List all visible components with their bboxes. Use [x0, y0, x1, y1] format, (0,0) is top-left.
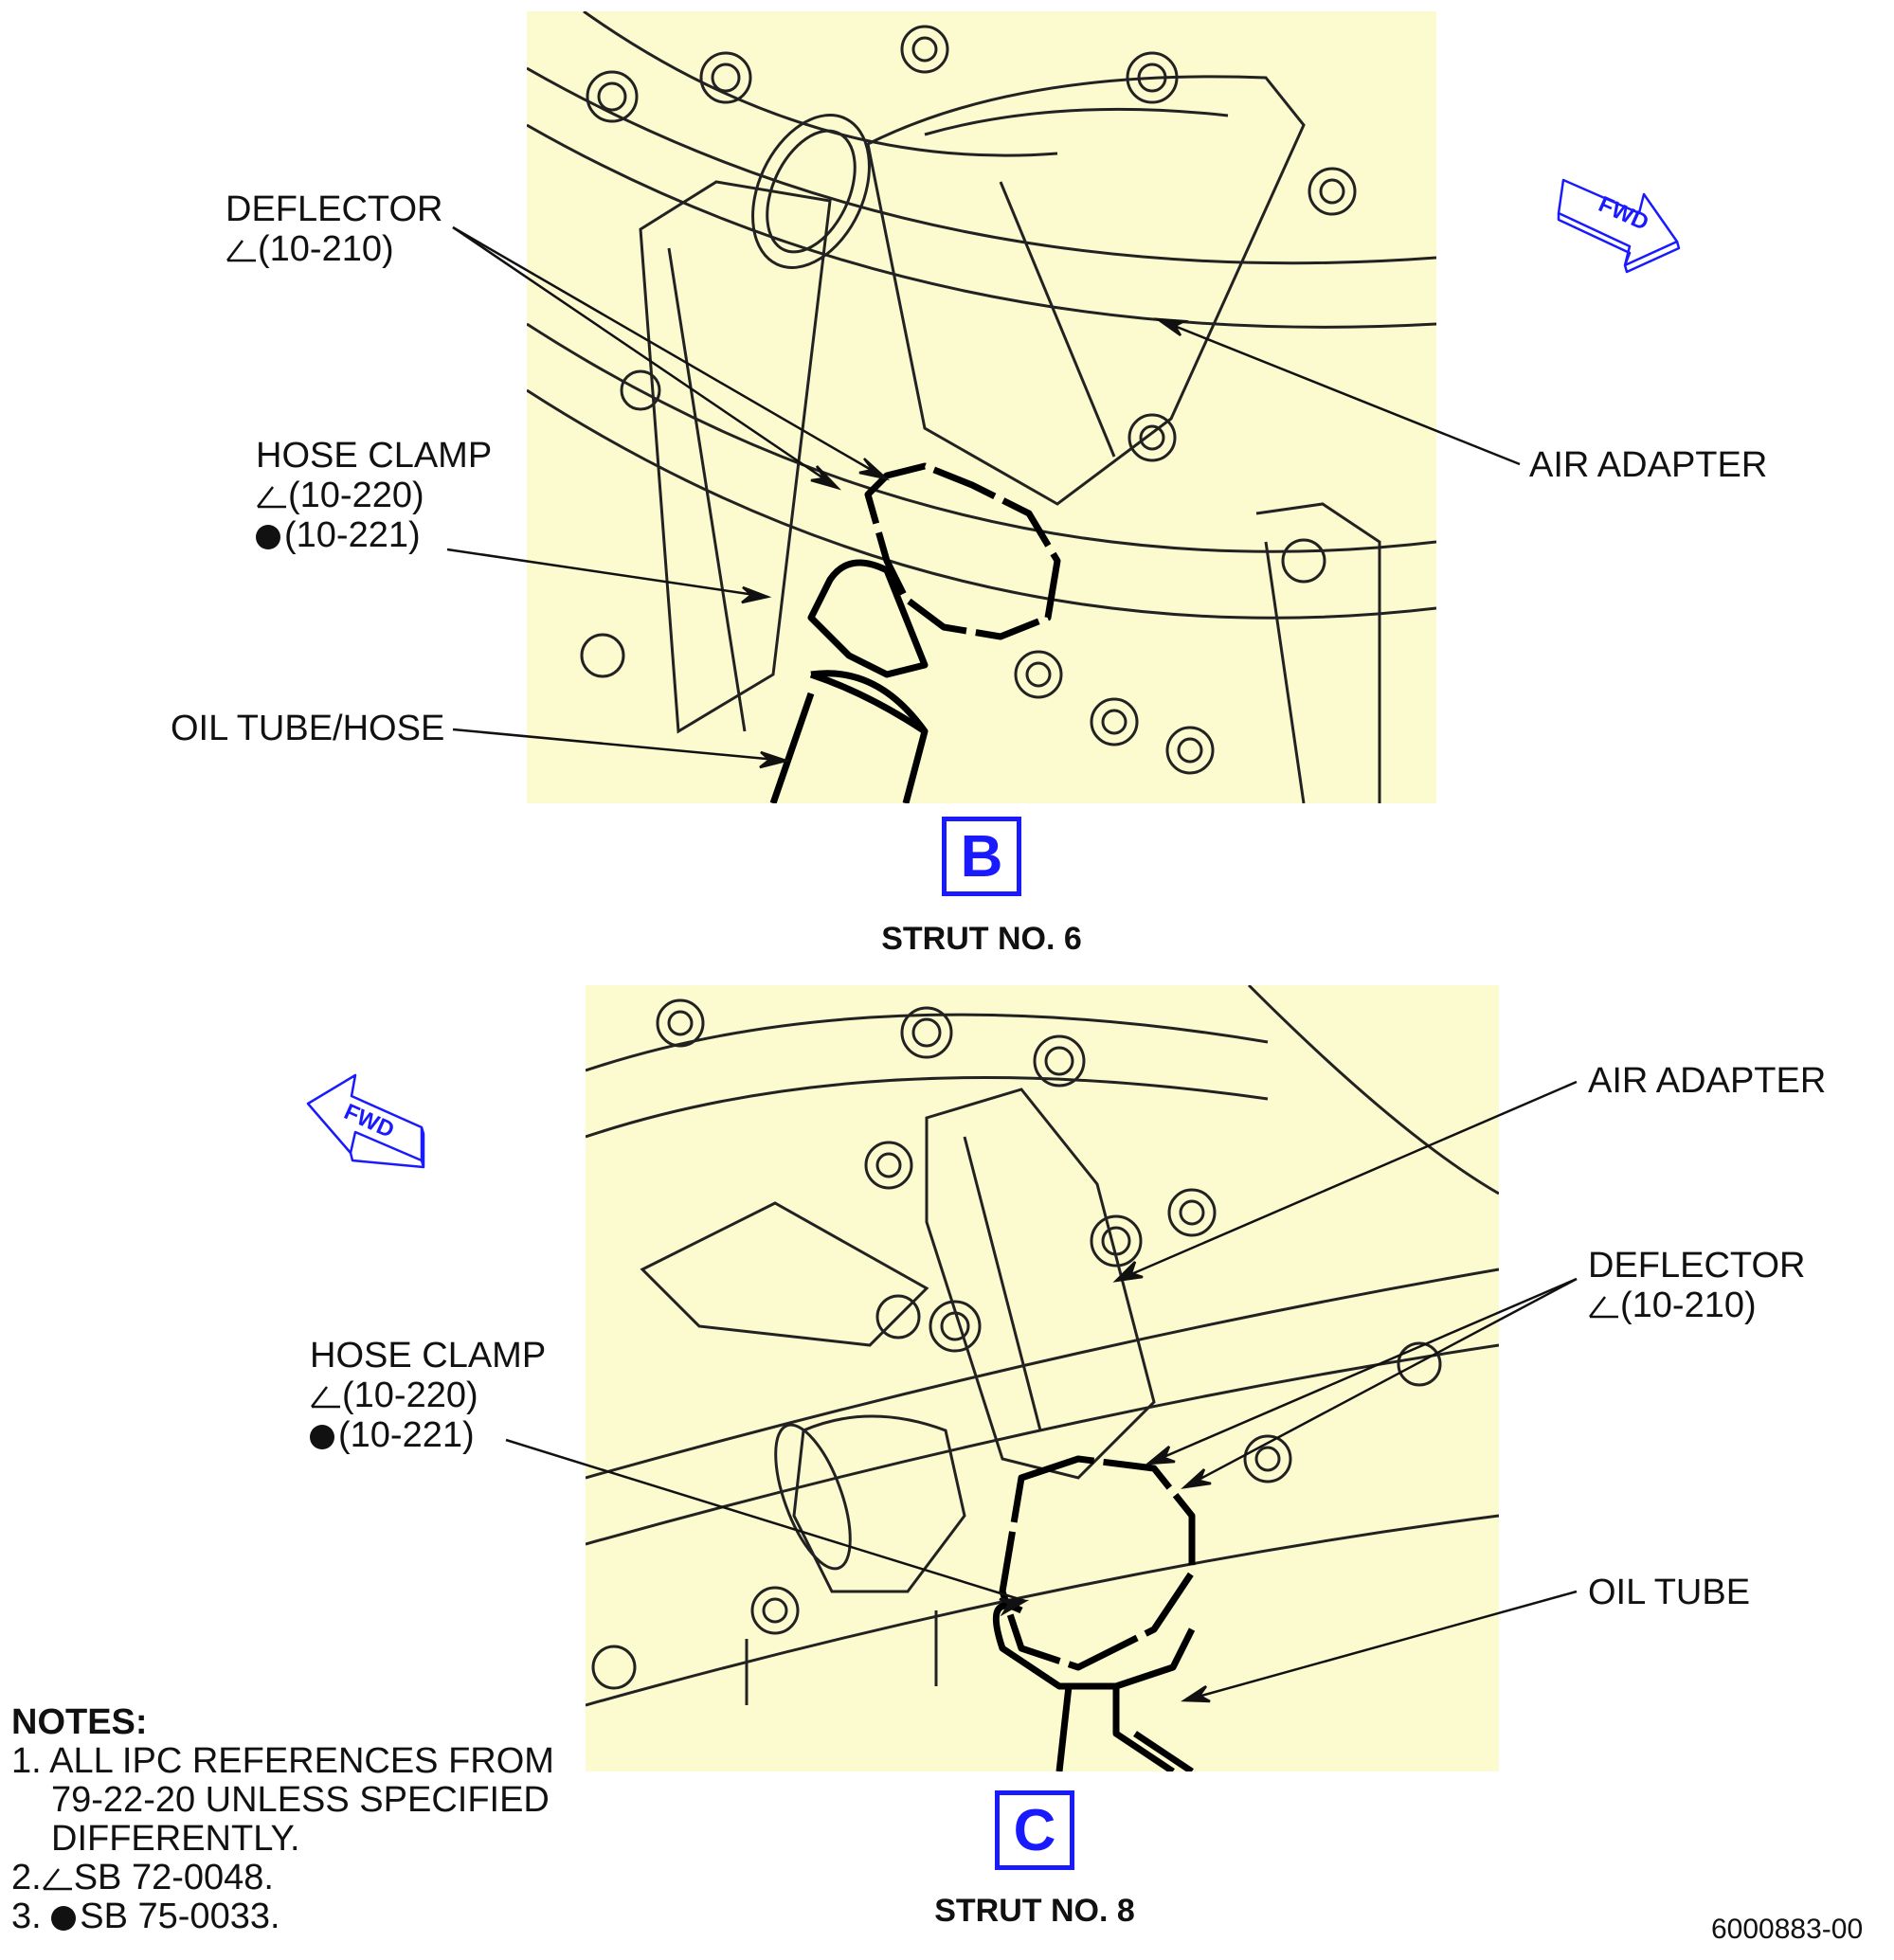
view-c-drawing — [586, 985, 1499, 1771]
note-2: 2. SB 72-0048. — [11, 1859, 554, 1897]
b-hose-clamp-ref1-line: (10-220) — [256, 476, 492, 515]
sb-triangle-icon — [42, 1868, 72, 1891]
view-b-tag: B — [942, 817, 1021, 896]
notes-heading: NOTES: — [11, 1702, 148, 1742]
b-deflector-ref: (10-210) — [258, 229, 394, 269]
c-hose-clamp-ref2: (10-221) — [338, 1415, 475, 1455]
view-b-drawing — [527, 11, 1436, 803]
b-hose-clamp-ref2-line: (10-221) — [256, 515, 492, 555]
c-deflector-ref: (10-210) — [1620, 1286, 1757, 1325]
b-hose-clamp-label: HOSE CLAMP (10-220) (10-221) — [256, 436, 492, 555]
sb-dot-icon — [51, 1906, 77, 1931]
b-deflector-name: DEFLECTOR — [225, 189, 443, 229]
b-air-adapter-label: AIR ADAPTER — [1529, 445, 1768, 485]
b-deflector-label: DEFLECTOR (10-210) — [225, 189, 442, 269]
c-hose-clamp-ref1-line: (10-220) — [310, 1376, 546, 1415]
c-oil-tube-label: OIL TUBE — [1588, 1573, 1751, 1612]
note-1-line-1: 1. ALL IPC REFERENCES FROM — [11, 1741, 554, 1781]
note-1-line-3: DIFFERENTLY. — [51, 1819, 300, 1859]
note-3-text: SB 75-0033. — [80, 1897, 280, 1936]
b-deflector-ref-line: (10-210) — [225, 229, 442, 269]
c-hose-clamp-name: HOSE CLAMP — [310, 1336, 547, 1376]
sb-triangle-icon — [1589, 1296, 1618, 1319]
sb-triangle-icon — [257, 486, 286, 509]
c-deflector-ref-line: (10-210) — [1588, 1286, 1805, 1325]
sb-triangle-icon — [226, 240, 256, 262]
c-air-adapter-label: AIR ADAPTER — [1588, 1061, 1827, 1101]
note-3-number: 3. — [11, 1897, 42, 1936]
sb-dot-icon — [256, 525, 280, 549]
fwd-arrow-icon — [1557, 178, 1681, 274]
b-oil-tube-label: OIL TUBE/HOSE — [171, 709, 445, 748]
sb-triangle-icon — [311, 1386, 340, 1409]
note-2-number: 2. — [11, 1858, 42, 1897]
sb-dot-icon — [310, 1425, 334, 1449]
c-hose-clamp-ref1: (10-220) — [342, 1376, 478, 1415]
view-c-illustration — [586, 985, 1499, 1771]
c-deflector-name: DEFLECTOR — [1588, 1246, 1806, 1286]
b-hose-clamp-ref2: (10-221) — [284, 515, 421, 555]
b-hose-clamp-name: HOSE CLAMP — [256, 436, 493, 476]
c-hose-clamp-ref2-line: (10-221) — [310, 1415, 546, 1455]
note-1-line-2: 79-22-20 UNLESS SPECIFIED — [51, 1780, 550, 1820]
b-hose-clamp-ref1: (10-220) — [288, 476, 424, 515]
notes-block: NOTES: 1. ALL IPC REFERENCES FROM 79-22-… — [11, 1703, 554, 1936]
fwd-arrow-icon — [306, 1073, 425, 1169]
view-c-tag: C — [995, 1790, 1074, 1870]
note-2-text: SB 72-0048. — [73, 1858, 274, 1897]
c-strut-title: STRUT NO. 8 — [934, 1893, 1135, 1929]
note-3: 3. SB 75-0033. — [11, 1897, 554, 1936]
c-deflector-label: DEFLECTOR (10-210) — [1588, 1246, 1805, 1325]
view-b-illustration — [527, 11, 1436, 803]
figure-number: 6000883-00 — [1711, 1914, 1864, 1945]
b-strut-title: STRUT NO. 6 — [881, 921, 1082, 957]
c-hose-clamp-label: HOSE CLAMP (10-220) (10-221) — [310, 1336, 546, 1455]
